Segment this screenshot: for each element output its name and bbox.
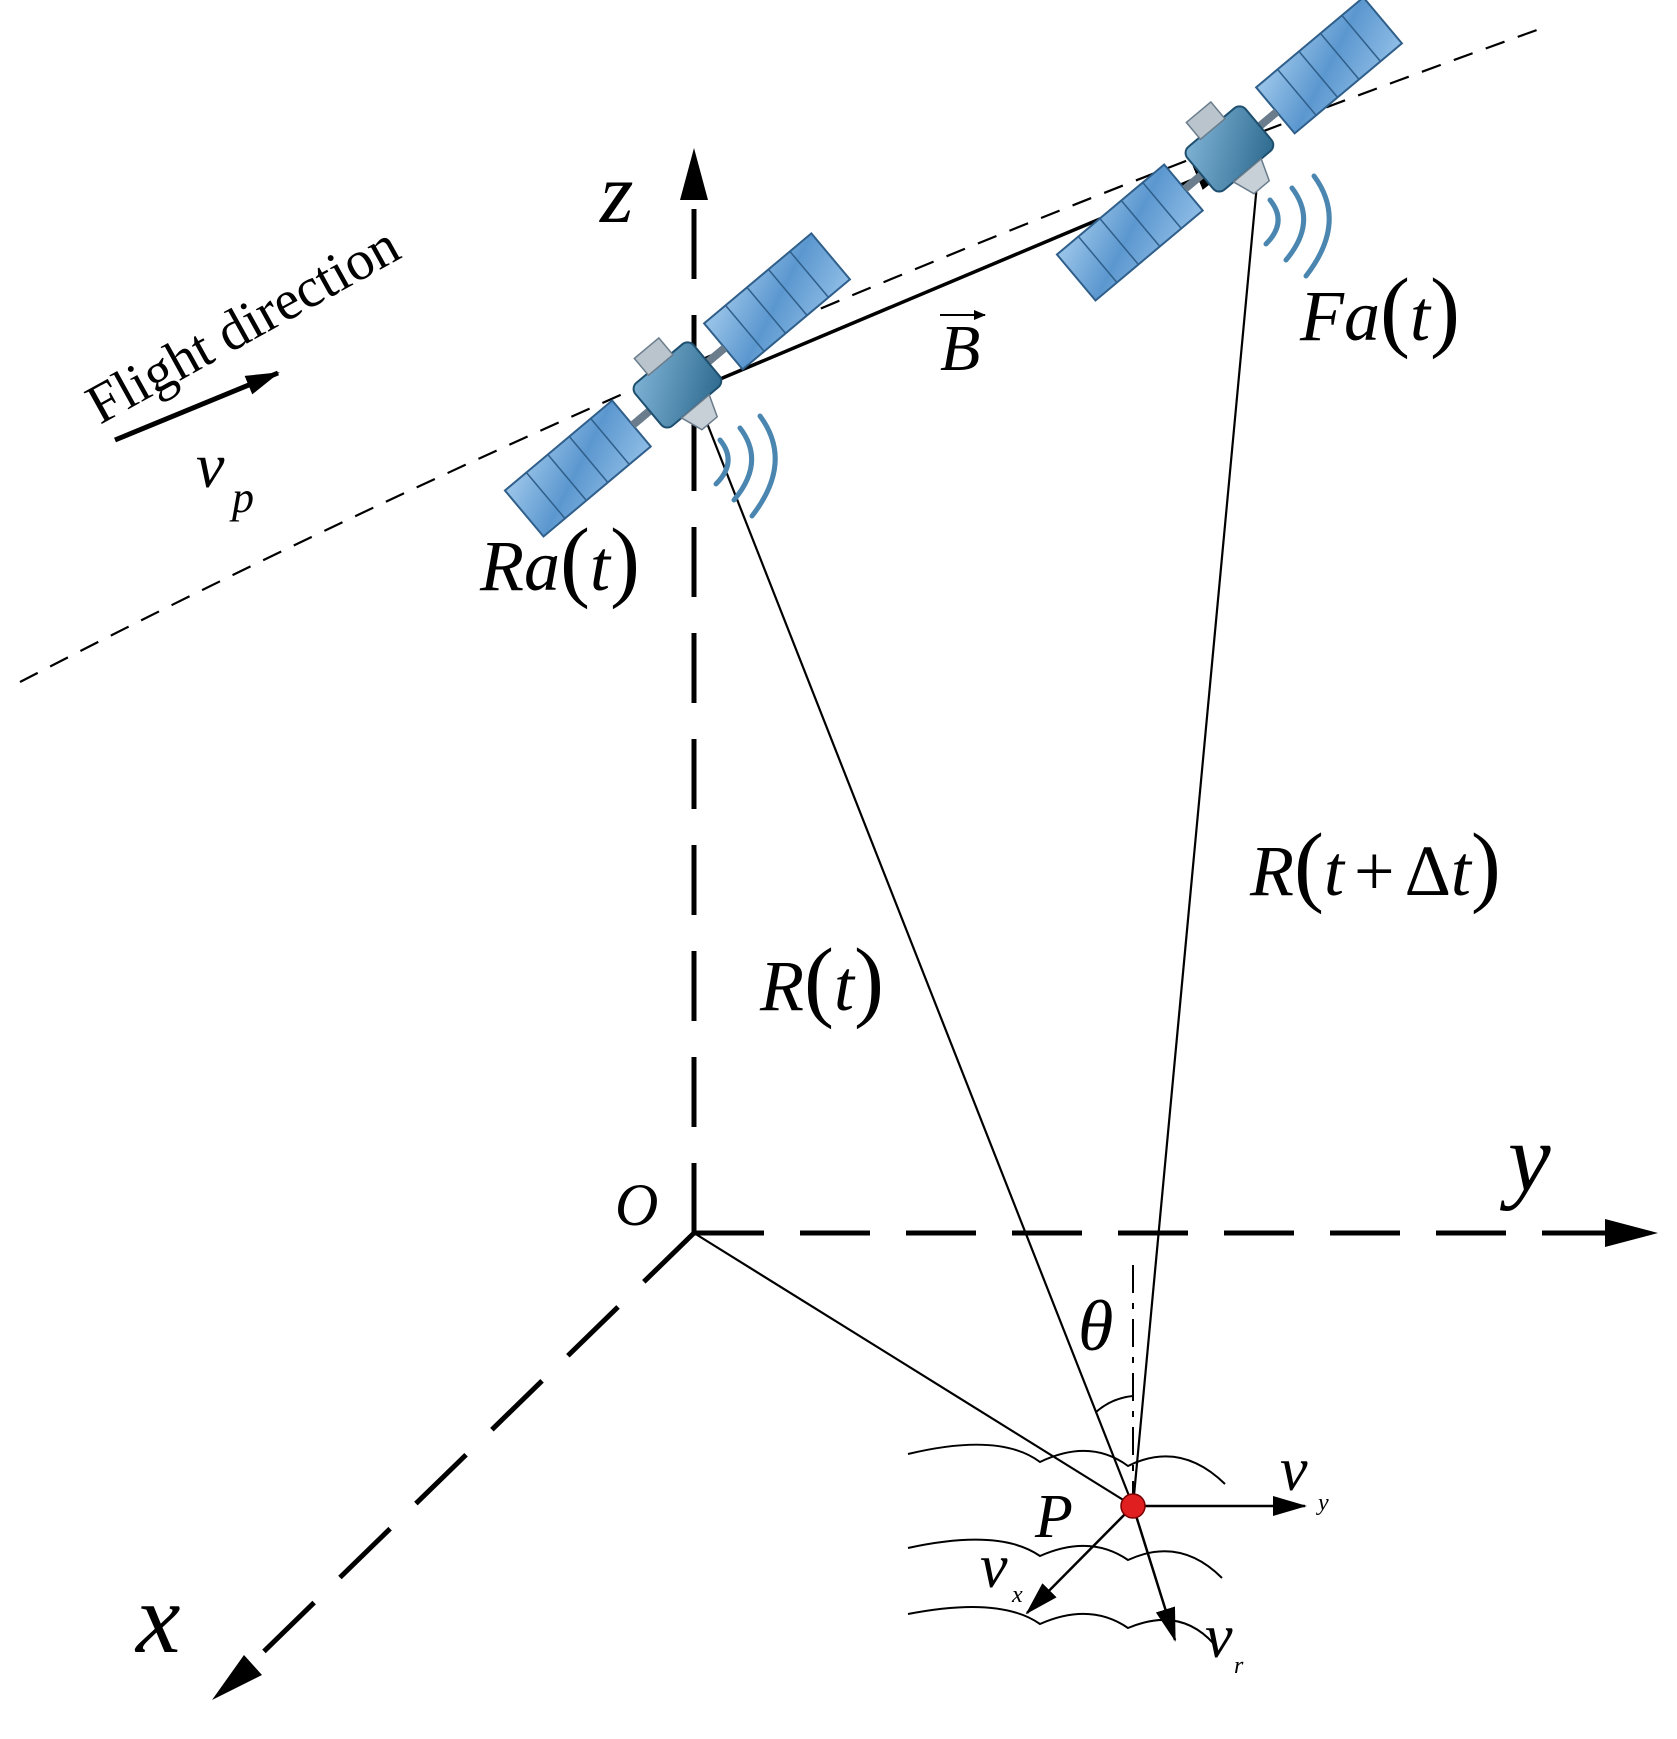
look-angle-arc <box>1095 1395 1134 1413</box>
flight-direction-arrow <box>114 370 280 443</box>
svg-text:y: y <box>1316 1490 1329 1516</box>
svg-text:B: B <box>940 312 980 385</box>
x-axis <box>248 1231 696 1667</box>
z-axis-label: z <box>599 145 633 241</box>
velocity-r-label: v r <box>1205 1603 1244 1679</box>
velocity-y-label: v y <box>1280 1436 1329 1516</box>
svg-text:v: v <box>196 430 225 501</box>
signal-wave-icon <box>1263 173 1332 279</box>
svg-text:r: r <box>1234 1653 1244 1679</box>
flight-direction-label: Flight direction <box>76 214 409 436</box>
platform-velocity-label: v p <box>196 430 254 522</box>
range-r-t-label: R(t) <box>759 931 884 1030</box>
target-label: P <box>1034 1483 1073 1551</box>
satellite-icon <box>503 231 852 538</box>
ra-label: Ra(t) <box>479 511 640 610</box>
signal-wave-icon <box>713 413 778 519</box>
slant-range-r-t <box>692 389 1135 1507</box>
look-angle-label: θ <box>1078 1286 1113 1366</box>
range-r-t-dt-label: R(t+Δt) <box>1249 816 1501 915</box>
velocity-x-arrow <box>1025 1505 1134 1615</box>
satellite-icon <box>1055 0 1404 302</box>
velocity-x-label: v x <box>980 1533 1023 1608</box>
svg-text:v: v <box>1205 1603 1233 1671</box>
svg-text:Flight direction: Flight direction <box>76 214 409 436</box>
svg-text:v: v <box>1280 1436 1308 1504</box>
y-axis-label: y <box>1499 1104 1551 1211</box>
baseline-label: B <box>940 310 986 385</box>
x-axis-label: x <box>134 1563 180 1674</box>
terrain-icon <box>907 1443 1226 1645</box>
velocity-r-arrow <box>1131 1505 1177 1642</box>
fa-label: Fa(t) <box>1299 261 1460 360</box>
svg-text:v: v <box>980 1533 1008 1601</box>
slant-range-r-t-dt <box>1131 151 1262 1507</box>
origin-to-target-line <box>693 1232 1134 1507</box>
svg-text:p: p <box>229 473 254 522</box>
z-axis-arrowhead <box>680 148 708 200</box>
y-axis-arrowhead <box>1605 1219 1658 1247</box>
x-axis-arrowhead <box>212 1655 262 1700</box>
target-point <box>1120 1493 1146 1519</box>
origin-label: O <box>615 1172 658 1238</box>
svg-text:x: x <box>1011 1582 1023 1608</box>
